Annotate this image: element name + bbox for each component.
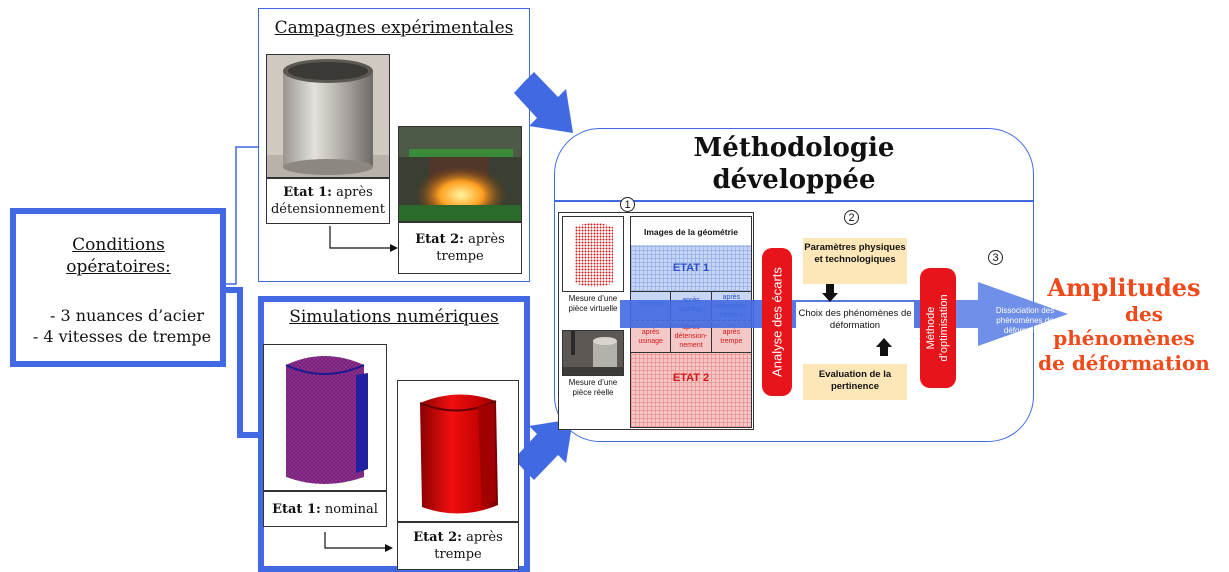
evaluation-box: Evaluation de la pertinence: [803, 364, 907, 400]
real-part-caption: Mesure d’une pièce réelle: [568, 378, 618, 397]
step-1-marker: 1: [620, 197, 635, 212]
real-part-image: [562, 330, 624, 376]
arrow-down-icon: [822, 284, 838, 302]
simulations-state2-text: après trempe: [434, 530, 503, 562]
campagnes-state2-caption: Etat 2: après trempe: [398, 222, 522, 274]
quench-furnace-photo: [398, 126, 522, 222]
arrow-up-icon: [876, 338, 892, 356]
simulation-mesh-image: [263, 344, 387, 491]
campagnes-state1-bold: Etat 1:: [283, 185, 332, 200]
cell-bottom-apres-usinage: après usinage: [638, 329, 663, 345]
campagnes-state1-text: après détensionnement: [270, 185, 386, 217]
result-line-4: de déformation: [1038, 351, 1210, 375]
methode-optimisation-pill: Méthode d’optimisation: [920, 268, 956, 388]
arrow-campagnes-to-methodo: [514, 72, 573, 133]
campagnes-title: Campagnes expérimentales: [274, 18, 514, 38]
result-text: Amplitudes des phénomènes de déformation: [1024, 274, 1224, 376]
result-line-2: des: [1125, 302, 1163, 326]
virtual-part-caption: Mesure d’une pièce virtuelle: [568, 294, 618, 313]
methodology-title: Méthodologie développée: [693, 133, 895, 195]
conditions-line-2: - 4 vitesses de trempe: [32, 327, 212, 346]
cell-bottom-apres-trempe: après trempe: [710, 322, 751, 352]
choix-phenomenes-box: Choix des phénomènes de déformation: [796, 302, 914, 338]
simulations-state2-caption: Etat 2: après trempe: [397, 522, 519, 570]
conditions-line-1: - 3 nuances d’acier: [50, 306, 204, 325]
simulations-title: Simulations numériques: [289, 307, 499, 327]
campagnes-state2-text: après trempe: [436, 232, 505, 264]
geometry-images-title: Images de la géométrie: [643, 227, 738, 237]
simulations-state2-bold: Etat 2:: [413, 530, 462, 545]
step-3-marker: 3: [988, 250, 1003, 265]
conditions-box: Conditions opératoires: - 3 nuances d’ac…: [10, 208, 226, 367]
result-line-3: phénomènes: [1053, 326, 1195, 350]
conditions-title: Conditions opératoires:: [66, 235, 171, 277]
link-to-campagnes: [220, 146, 258, 285]
methode-optimisation-label: Méthode d’optimisation: [925, 294, 950, 362]
etat1-area: [631, 245, 751, 291]
result-line-1: Amplitudes: [1047, 273, 1201, 302]
simulations-state1-caption: Etat 1: nominal: [263, 491, 387, 527]
arrow-etat1-to-etat2-simulations: [324, 532, 393, 552]
campagnes-panel: Campagnes expérimentales: [258, 8, 530, 282]
etat2-area: [631, 352, 751, 427]
simulation-deformed-image: [397, 380, 519, 522]
arrow-etat1-to-etat2-campagnes: [329, 226, 398, 252]
etat1-label: ETAT 1: [672, 262, 710, 274]
analyse-ecarts-pill: Analyse des écarts: [762, 248, 792, 396]
simulations-state1-text: nominal: [320, 502, 378, 517]
virtual-part-image: [562, 216, 624, 292]
analyse-ecarts-label: Analyse des écarts: [769, 267, 785, 377]
dissociation-label: Dissociation des phénomènes de déformati…: [995, 306, 1055, 335]
steel-cylinder-photo: [266, 54, 390, 178]
etat2-label: ETAT 2: [672, 372, 710, 384]
methodology-title-area: [555, 200, 1033, 202]
parametres-box: Paramètres physiques et technologiques: [803, 238, 907, 284]
step-2-marker: 2: [844, 210, 859, 225]
link-to-simulations: [222, 287, 258, 438]
campagnes-state2-bold: Etat 2:: [415, 232, 464, 247]
simulations-panel: Simulations numériques: [258, 296, 530, 572]
simulations-state1-bold: Etat 1:: [272, 502, 321, 517]
campagnes-state1-caption: Etat 1: après détensionnement: [266, 178, 390, 224]
